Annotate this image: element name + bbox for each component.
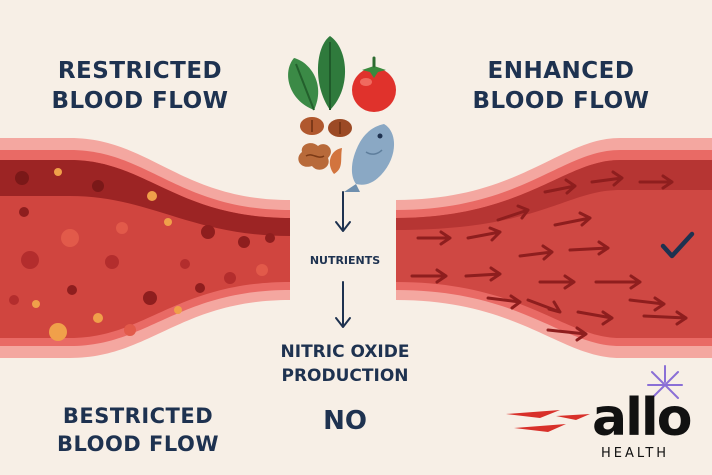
heading-line: RESTRICTED: [57, 58, 223, 84]
enhanced-vessel: [396, 138, 712, 358]
logo-wordmark: allo: [592, 388, 692, 448]
down-arrow-icon-2: [335, 281, 351, 328]
restricted-vessel: [0, 138, 290, 358]
nitric-line: NITRIC OXIDE: [280, 342, 410, 362]
heading-line: ENHANCED: [487, 58, 635, 84]
heading-line: BLOOD FLOW: [56, 432, 220, 456]
spinach-leaf-icon: [288, 36, 346, 111]
heading-line: BLOOD FLOW: [472, 88, 650, 114]
checkmark-icon: [660, 231, 695, 259]
restricted-heading: RESTRICTED BLOOD FLOW: [40, 56, 240, 116]
down-arrow-icon: [335, 191, 351, 232]
flow-arrows: [410, 170, 688, 342]
tomato-icon: [352, 56, 396, 112]
logo-mark: [506, 365, 683, 432]
nuts-icon: [298, 117, 352, 174]
nutrients-label: NUTRIENTS: [309, 254, 381, 267]
fish-icon: [344, 124, 395, 192]
heading-line: BLOOD FLOW: [51, 88, 229, 114]
bottom-heading: BESTRICTED BLOOD FLOW: [38, 402, 238, 458]
blood-cells-left: [9, 168, 275, 341]
nitric-line: PRODUCTION: [281, 366, 409, 386]
nitric-oxide-label: NITRIC OXIDE PRODUCTION: [260, 340, 430, 388]
enhanced-heading: ENHANCED BLOOD FLOW: [456, 56, 666, 116]
no-label: NO: [323, 406, 367, 436]
heading-line: BESTRICTED: [62, 404, 214, 428]
logo-subtext: HEALTH: [601, 446, 670, 461]
